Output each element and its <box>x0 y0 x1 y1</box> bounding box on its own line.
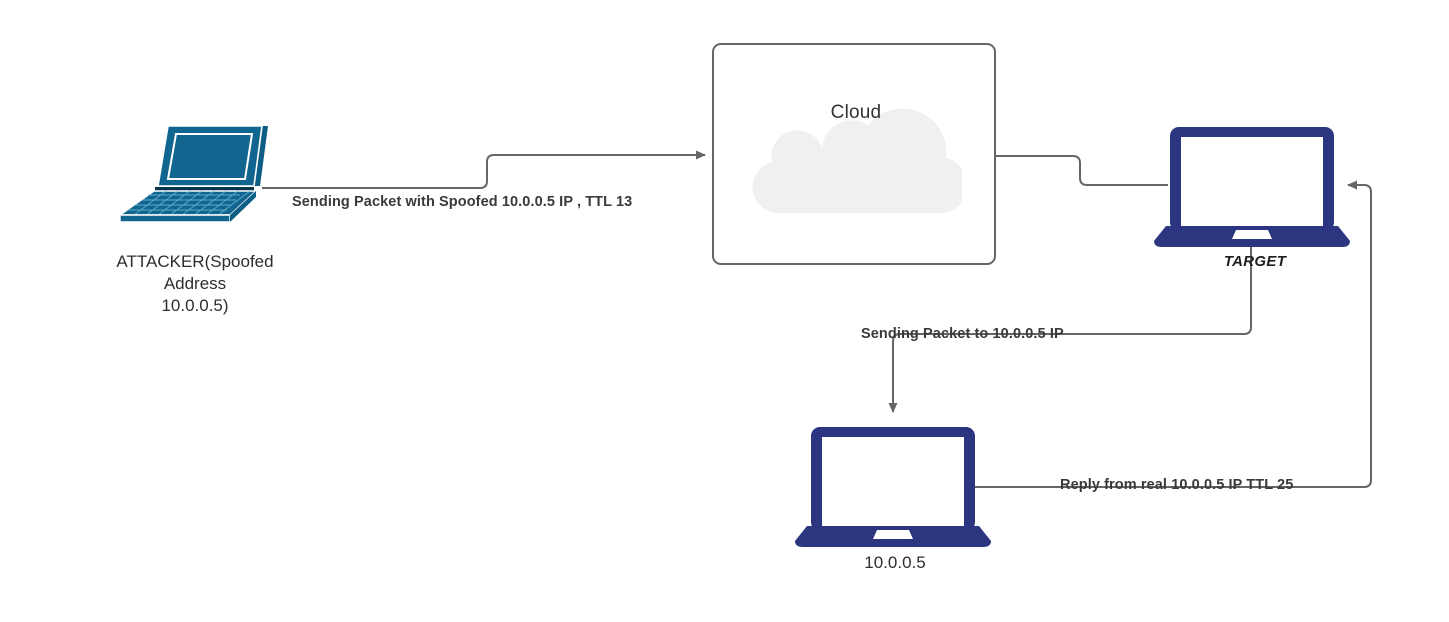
laptop-icon <box>795 427 991 547</box>
attacker-caption-line-2: Address <box>163 274 227 293</box>
edge-cloud-to-target <box>996 155 1168 186</box>
attacker-caption: ATTACKER(Spoofed Address 10.0.0.5) <box>70 251 320 317</box>
edge-label-victim-to-target: Reply from real 10.0.0.5 IP TTL 25 <box>1060 477 1294 493</box>
edge-label-target-to-victim: Sending Packet to 10.0.0.5 IP <box>861 326 1064 342</box>
isometric-laptop-icon <box>117 125 268 223</box>
cloud-label: Cloud <box>830 102 882 123</box>
laptop-icon <box>1154 127 1350 247</box>
edge-attacker-to-cloud <box>262 150 706 189</box>
node-cloud-box[interactable]: Cloud <box>712 43 996 265</box>
edge-label-attacker-to-cloud: Sending Packet with Spoofed 10.0.0.5 IP … <box>292 194 633 210</box>
attacker-caption-line-1: ATTACKER(Spoofed <box>116 252 274 271</box>
cloud-icon <box>752 108 962 214</box>
attacker-caption-line-3: 10.0.0.5) <box>161 296 229 315</box>
victim-label: 10.0.0.5 <box>864 553 926 572</box>
target-label: TARGET <box>1223 253 1287 270</box>
